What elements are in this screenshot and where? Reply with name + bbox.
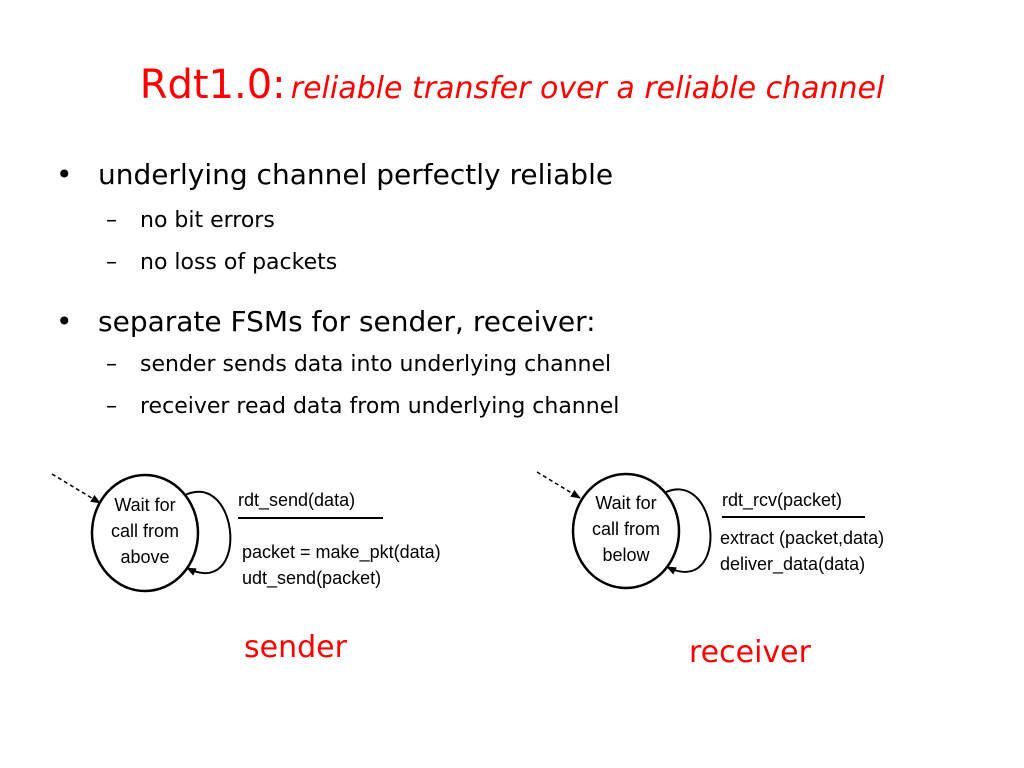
receiver-label: receiver: [689, 635, 811, 670]
sender-state-line: call from: [111, 521, 179, 541]
sender-fsm: Wait for call from above rdt_send(data) …: [51, 473, 441, 593]
sender-event: rdt_send(data): [238, 490, 355, 511]
bullet-dot: •: [56, 305, 73, 338]
bullet-text: separate FSMs for sender, receiver:: [98, 305, 596, 338]
initial-state-arrow: [51, 473, 101, 504]
sender-label: sender: [244, 630, 347, 665]
receiver-event: rdt_rcv(packet): [722, 490, 842, 511]
sub-bullet-text: receiver read data from underlying chann…: [140, 394, 620, 419]
receiver-state-line: below: [602, 545, 650, 565]
sender-action: packet = make_pkt(data): [242, 542, 441, 563]
title-main: Rdt1.0:: [139, 62, 286, 108]
sub-bullet-dash: –: [106, 250, 117, 275]
sub-bullet-text: sender sends data into underlying channe…: [140, 352, 612, 377]
sub-bullet-text: no bit errors: [140, 208, 275, 233]
slide-title: Rdt1.0: reliable transfer over a reliabl…: [0, 62, 1024, 108]
receiver-self-loop-arrow: [665, 488, 712, 575]
sub-bullet-dash: –: [106, 208, 117, 233]
title-subtitle: reliable transfer over a reliable channe…: [290, 71, 885, 106]
initial-state-arrow: [536, 471, 581, 499]
sender-self-loop-arrow: [184, 491, 232, 576]
receiver-state-line: call from: [592, 519, 660, 539]
sub-bullet-text: no loss of packets: [140, 250, 338, 275]
receiver-fsm: Wait for call from below rdt_rcv(packet)…: [536, 471, 884, 590]
bullet-text: underlying channel perfectly reliable: [98, 158, 614, 191]
receiver-action: extract (packet,data): [720, 528, 884, 548]
sub-bullet-dash: –: [106, 352, 117, 377]
sender-state-line: above: [120, 547, 169, 567]
sender-state-line: Wait for: [114, 495, 175, 515]
sender-state-circle: [90, 473, 200, 593]
bullet-dot: •: [56, 158, 73, 191]
receiver-action: deliver_data(data): [720, 554, 865, 575]
sub-bullet-dash: –: [106, 394, 117, 419]
sender-action: udt_send(packet): [242, 568, 381, 589]
receiver-state-circle: [571, 472, 681, 590]
receiver-state-line: Wait for: [595, 493, 656, 513]
